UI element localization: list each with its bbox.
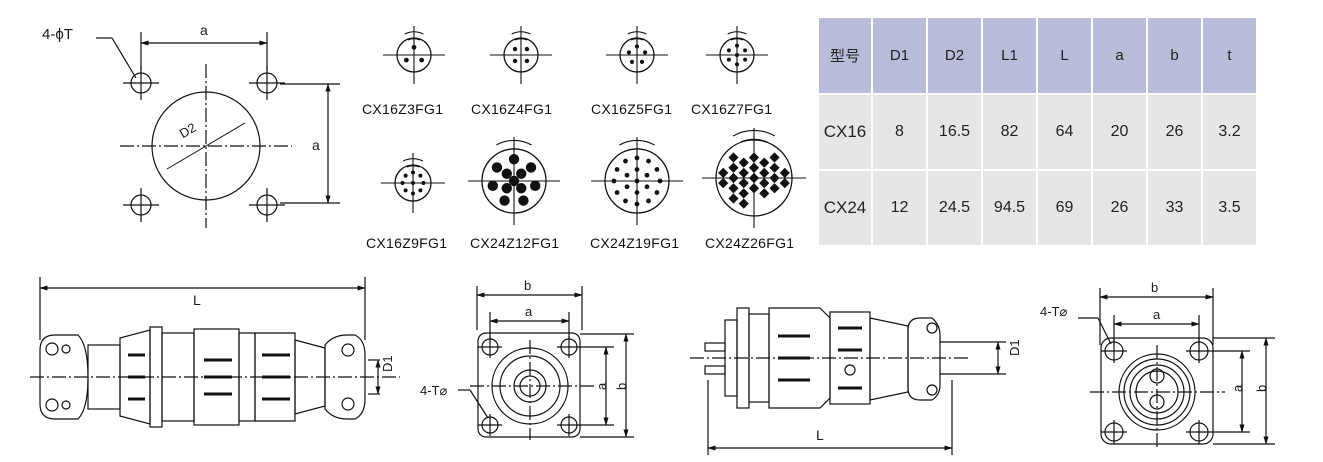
spec-table-header-row: 型号 D1 D2 L1 L a b t: [819, 18, 1256, 93]
header-l1: L1: [983, 18, 1036, 93]
pin-layout-label: CX24Z12FG1: [470, 235, 560, 251]
mounting-flange-drawing: [96, 32, 340, 228]
header-l: L: [1038, 18, 1091, 93]
header-a: a: [1093, 18, 1146, 93]
mount-hole: [123, 66, 159, 100]
pin-layout-label: CX16Z9FG1: [366, 235, 448, 251]
pin-layout-label: CX24Z26FG1: [705, 235, 795, 251]
pin-layout-symbol: [606, 26, 668, 84]
pin-layout-label: CX16Z4FG1: [471, 101, 553, 117]
table-cell: 26: [1148, 95, 1201, 169]
side2-dim-l-label: L: [816, 427, 824, 443]
front2-dim-b-side-label: b: [1254, 385, 1269, 392]
table-cell: 69: [1038, 171, 1091, 245]
side2-dim-d1-label: D1: [1007, 339, 1022, 356]
side1-dim-d1-label: D1: [380, 355, 395, 372]
front-view-2: [1078, 288, 1275, 450]
pin-layout-label: CX24Z19FG1: [590, 235, 680, 251]
table-cell: 20: [1093, 95, 1146, 169]
table-cell: 3.5: [1203, 171, 1256, 245]
dim-a-side-label: a: [312, 137, 320, 153]
front2-dim-a-side-label: a: [1230, 384, 1245, 392]
mount-hole: [249, 66, 285, 100]
diameter-d2-label: D2: [177, 120, 199, 141]
table-cell: 24.5: [928, 171, 981, 245]
table-cell: CX24: [819, 171, 871, 245]
table-cell: 33: [1148, 171, 1201, 245]
front2-hole-callout: 4-T⌀: [1040, 304, 1068, 319]
dim-a-top-label: a: [200, 22, 208, 38]
table-cell: CX16: [819, 95, 871, 169]
front2-dim-b-label: b: [1151, 280, 1158, 295]
front1-dim-b-side-label: b: [614, 383, 629, 390]
header-t: t: [1203, 18, 1256, 93]
pin-layout-symbol: [468, 137, 560, 225]
table-row: CX16 8 16.5 82 64 20 26 3.2: [819, 95, 1256, 169]
connector-side-view-2: [690, 307, 1006, 455]
front1-hole-callout: 4-T⌀: [420, 383, 448, 398]
front2-dim-a-label: a: [1153, 307, 1161, 322]
connector-side-view-1: [30, 277, 400, 428]
table-cell: 64: [1038, 95, 1091, 169]
table-cell: 12: [873, 171, 926, 245]
header-b: b: [1148, 18, 1201, 93]
pin-layout-label: CX16Z5FG1: [591, 101, 673, 117]
pin-layout-symbol: [490, 26, 552, 84]
mount-hole: [123, 188, 159, 222]
pin-layout-symbol: [383, 26, 445, 84]
hole-callout-label: 4-ϕT: [42, 26, 73, 43]
table-cell: 82: [983, 95, 1036, 169]
pin-layout-group: [381, 26, 806, 228]
table-cell: 3.2: [1203, 95, 1256, 169]
pin-layout-label: CX16Z3FG1: [362, 101, 444, 117]
front-view-1: [458, 286, 634, 440]
table-cell: 94.5: [983, 171, 1036, 245]
header-model: 型号: [819, 18, 871, 93]
pin-layout-label: CX16Z7FG1: [691, 101, 773, 117]
table-cell: 16.5: [928, 95, 981, 169]
header-d1: D1: [873, 18, 926, 93]
pin-layout-symbol: [381, 153, 445, 213]
header-d2: D2: [928, 18, 981, 93]
pin-layout-symbol: [591, 137, 683, 225]
mount-hole: [249, 188, 285, 222]
table-row: CX24 12 24.5 94.5 69 26 33 3.5: [819, 171, 1256, 245]
front1-dim-a-label: a: [525, 304, 533, 319]
pin-layout-symbol: [706, 26, 768, 84]
pin-layout-symbol: [702, 128, 806, 228]
front1-dim-b-label: b: [524, 278, 531, 293]
front1-dim-a-side-label: a: [594, 382, 609, 390]
table-cell: 26: [1093, 171, 1146, 245]
spec-table: 型号 D1 D2 L1 L a b t CX16 8 16.5 82 64 20…: [817, 16, 1258, 247]
table-cell: 8: [873, 95, 926, 169]
side1-dim-l-label: L: [193, 292, 201, 308]
